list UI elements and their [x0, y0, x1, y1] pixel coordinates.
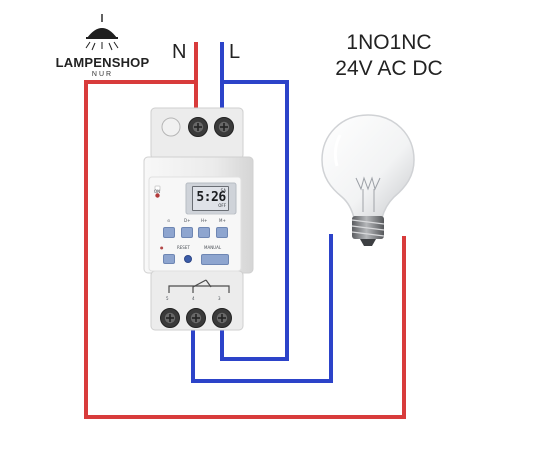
top-terminal-right	[214, 117, 234, 137]
manual-button[interactable]	[201, 254, 229, 265]
minute-plus-button[interactable]	[216, 227, 228, 238]
day-button-label: D+	[184, 218, 191, 223]
display-bottom-indicator: OFF	[218, 203, 226, 208]
lcd-display: SA 5:26 OFF	[192, 186, 229, 211]
wires	[84, 42, 406, 419]
clock-button[interactable]	[163, 227, 175, 238]
hour-button-label: H+	[201, 218, 208, 223]
terminal-label-5: 5	[166, 296, 169, 301]
top-terminal-middle	[188, 117, 208, 137]
manual-label: MANUAL	[204, 245, 222, 250]
brand-logo: LAMPENSHOP NUR	[50, 10, 155, 80]
live-label: L	[229, 41, 241, 63]
terminal-label-3: 3	[218, 296, 221, 301]
neutral-label: N	[172, 41, 187, 63]
reset-button[interactable]	[184, 255, 192, 263]
power-indicator-label: ON	[154, 189, 161, 194]
pendant-lamp-icon	[85, 14, 119, 51]
live-wire-input	[220, 42, 289, 361]
program-indicator: ●	[160, 245, 164, 250]
program-button[interactable]	[163, 254, 175, 264]
display-time: 5:26	[196, 190, 226, 205]
brand-subtitle: NUR	[91, 71, 114, 78]
clock-button-label: ⊙	[167, 218, 171, 223]
top-terminal-left	[161, 117, 181, 137]
hour-plus-button[interactable]	[198, 227, 210, 238]
neutral-wire-top-and-left	[84, 42, 406, 419]
spec-block: 1NO1NC 24V AC DC	[304, 30, 474, 82]
contact-type: 1NO1NC	[346, 31, 432, 54]
switched-live-wire	[191, 234, 333, 383]
minute-button-label: M+	[219, 218, 226, 223]
bottom-terminal-4	[186, 308, 206, 328]
reset-label: RESET	[177, 245, 190, 250]
day-plus-button[interactable]	[181, 227, 193, 238]
din-rail-timer	[143, 107, 254, 331]
terminal-label-4: 4	[192, 296, 195, 301]
brand-title: LAMPENSHOP	[55, 55, 150, 70]
bottom-terminal-5	[160, 308, 180, 328]
light-bulb-icon	[321, 114, 415, 246]
voltage-rating: 24V AC DC	[335, 57, 443, 80]
bottom-terminal-3	[212, 308, 232, 328]
display-top-indicator: SA	[220, 188, 226, 193]
